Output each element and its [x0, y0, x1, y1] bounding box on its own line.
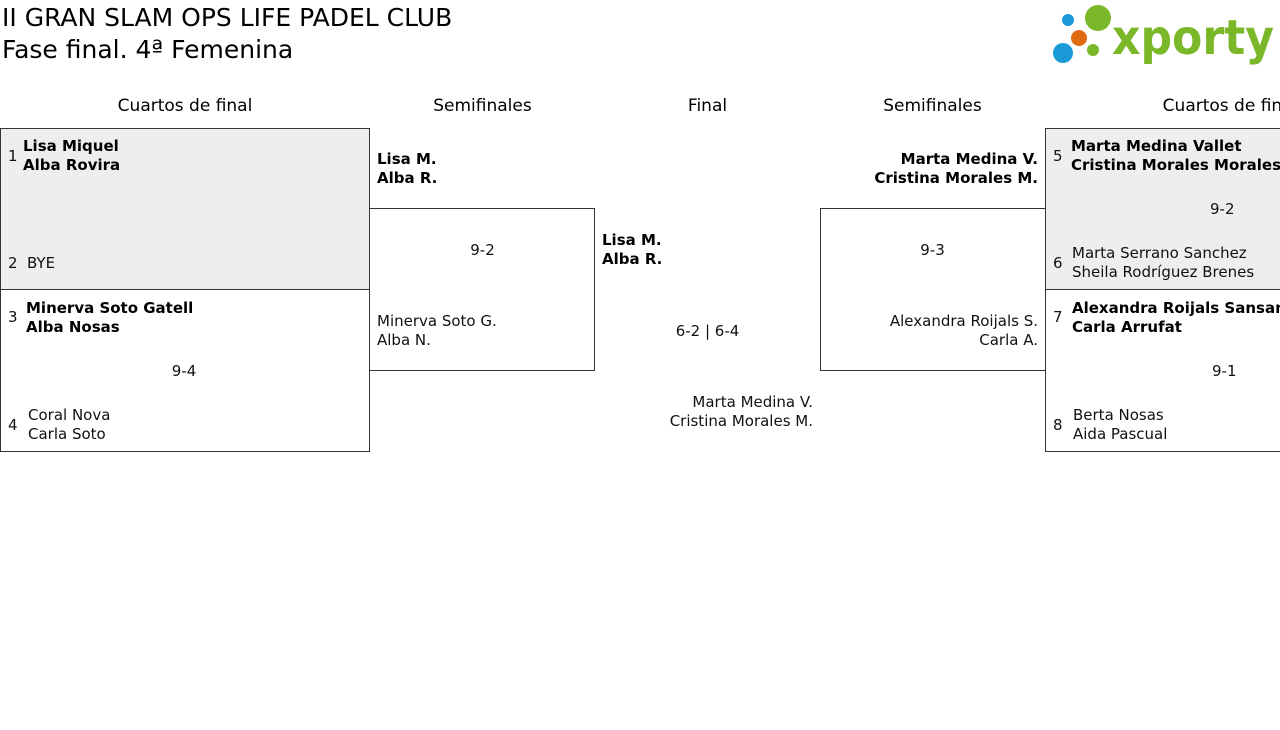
- seed-number: 7: [1053, 308, 1063, 326]
- team-entry: Minerva Soto G. Alba N.: [377, 312, 497, 350]
- match-score: 9-4: [171, 362, 197, 380]
- player-name: Berta Nosas: [1073, 406, 1164, 424]
- team-entry: BYE: [27, 254, 55, 273]
- seed-number: 4: [8, 416, 18, 434]
- team-entry: Lisa M. Alba R.: [377, 150, 437, 188]
- seed-number: 1: [8, 147, 18, 165]
- player-name: Lisa M.: [377, 150, 437, 168]
- player-name: Marta Serrano Sanchez: [1072, 244, 1247, 262]
- final-score: 6-2 | 6-4: [675, 322, 740, 340]
- tournament-title: II GRAN SLAM OPS LIFE PADEL CLUB: [2, 3, 453, 32]
- match-box-left-sf: [369, 208, 595, 371]
- logo-dot-green-top: [1085, 5, 1111, 31]
- seed-number: 8: [1053, 416, 1063, 434]
- round-header-right-quarters: Cuartos de final: [1162, 96, 1280, 116]
- player-name: Alba R.: [602, 250, 663, 268]
- player-name: Lisa Miquel: [23, 137, 119, 155]
- seed-number: 3: [8, 308, 18, 326]
- logo-dot-blue-bottom: [1053, 43, 1073, 63]
- player-name: Carla A.: [979, 331, 1038, 349]
- player-name: Alba Rovira: [23, 156, 121, 174]
- team-entry: Alexandra Roijals S. Carla A.: [830, 312, 1038, 350]
- match-score: 9-1: [1212, 362, 1237, 380]
- player-name: Cristina Morales M.: [669, 412, 813, 430]
- team-entry: Coral Nova Carla Soto: [28, 406, 110, 444]
- player-name: Coral Nova: [28, 406, 111, 424]
- round-header-right-semis: Semifinales: [883, 96, 982, 116]
- round-header-final: Final: [687, 96, 728, 116]
- round-header-left-semis: Semifinales: [433, 96, 532, 116]
- team-entry: Marta Serrano Sanchez Sheila Rodríguez B…: [1072, 244, 1254, 282]
- player-name: Marta Medina V.: [900, 150, 1038, 168]
- logo-dot-orange: [1071, 30, 1087, 46]
- match-score: 9-2: [470, 241, 495, 259]
- match-score: 9-2: [1210, 200, 1235, 218]
- player-name: Carla Arrufat: [1072, 318, 1182, 336]
- player-name: Minerva Soto Gatell: [26, 299, 194, 317]
- logo-dot-green-bottom: [1087, 44, 1099, 56]
- round-header-left-quarters: Cuartos de final: [117, 96, 253, 116]
- team-entry: Marta Medina V. Cristina Morales M.: [600, 393, 813, 431]
- player-name: BYE: [27, 254, 56, 272]
- player-name: Alba R.: [377, 169, 438, 187]
- match-box-left-qf1: [0, 128, 370, 290]
- player-name: Carla Soto: [28, 425, 106, 443]
- player-name: Aida Pascual: [1073, 425, 1168, 443]
- match-box-right-qf2: [1045, 289, 1280, 452]
- player-name: Cristina Morales Morales: [1071, 156, 1280, 174]
- team-entry: Minerva Soto Gatell Alba Nosas: [26, 299, 193, 337]
- xporty-logo: xporty: [1053, 5, 1274, 66]
- team-entry: Lisa M. Alba R.: [602, 231, 662, 269]
- player-name: Alba Nosas: [26, 318, 120, 336]
- seed-number: 5: [1053, 147, 1063, 165]
- team-entry: Marta Medina V. Cristina Morales M.: [830, 150, 1038, 188]
- team-entry: Marta Medina Vallet Cristina Morales Mor…: [1071, 137, 1280, 175]
- player-name: Lisa M.: [602, 231, 662, 249]
- logo-wordmark: xporty: [1112, 10, 1274, 66]
- seed-number: 2: [8, 254, 18, 272]
- team-entry: Lisa Miquel Alba Rovira: [23, 137, 120, 175]
- player-name: Marta Medina V.: [692, 393, 813, 411]
- match-box-right-qf1: [1045, 128, 1280, 290]
- player-name: Alexandra Roijals Sansano: [1072, 299, 1280, 317]
- seed-number: 6: [1053, 254, 1063, 272]
- player-name: Cristina Morales M.: [874, 169, 1038, 187]
- phase-subtitle: Fase final. 4ª Femenina: [2, 35, 294, 64]
- player-name: Alexandra Roijals S.: [889, 312, 1038, 330]
- logo-dot-blue-top: [1062, 14, 1074, 26]
- player-name: Sheila Rodríguez Brenes: [1072, 263, 1255, 281]
- player-name: Alba N.: [377, 331, 431, 349]
- match-score: 9-3: [920, 241, 945, 259]
- team-entry: Berta Nosas Aida Pascual: [1073, 406, 1167, 444]
- team-entry: Alexandra Roijals Sansano Carla Arrufat: [1072, 299, 1280, 337]
- player-name: Marta Medina Vallet: [1071, 137, 1242, 155]
- player-name: Minerva Soto G.: [377, 312, 497, 330]
